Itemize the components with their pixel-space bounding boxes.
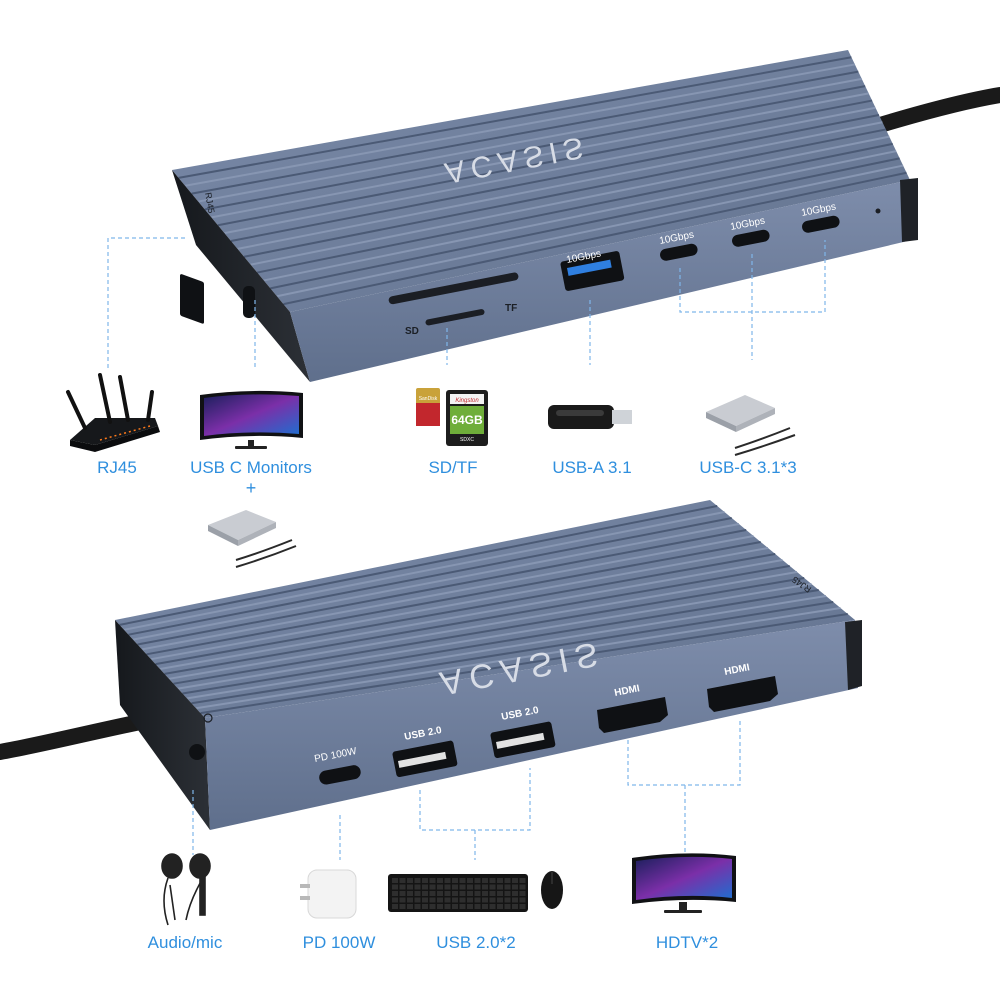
bottom-connector-lines (192, 720, 741, 860)
bottom-hub-ribs (119, 505, 848, 715)
label-usb-c-monitors: USB C Monitors (190, 458, 312, 477)
router-icon (66, 373, 160, 452)
label-usb-c: USB-C 3.1*3 (699, 458, 797, 477)
usb-flash-drive-icon (548, 405, 632, 429)
power-adapter-icon (300, 869, 357, 919)
svg-text:SDXC: SDXC (460, 437, 474, 443)
top-hub: ACASIS RJ45 SD TF 10Gbps 10Gbps 10Gbps 1… (172, 50, 1000, 382)
hdmi-port-1 (597, 697, 668, 733)
monitor-ssd-icon (208, 510, 297, 568)
hdmi-port-2 (707, 676, 778, 712)
label-usb-a: USB-A 3.1 (552, 458, 632, 477)
tf-marking: TF (505, 303, 517, 314)
top-hub-led (875, 208, 881, 214)
usb-a-tongue (566, 259, 612, 276)
top-hub-cable (872, 87, 1000, 133)
tf-slot (425, 309, 485, 326)
label-hdtv: HDTV*2 (655, 933, 719, 952)
keyboard-icon (388, 874, 528, 912)
label-usb2: USB 2.0*2 (436, 933, 516, 952)
bottom-hub-cable (0, 712, 158, 760)
svg-text:Kingston: Kingston (455, 398, 479, 404)
hdmi-marking-2: HDMI (723, 662, 750, 678)
svg-text:SanDisk: SanDisk (419, 396, 438, 402)
top-hub-usbc-side-port (243, 286, 255, 318)
monitor-icon (200, 390, 303, 449)
label-plus: + (245, 478, 257, 498)
label-pd: PD 100W (302, 933, 376, 952)
svg-text:64GB: 64GB (451, 413, 483, 427)
top-hub-ribs (178, 56, 907, 306)
sd-card-icon: Kingston 64GB SDXC (446, 390, 488, 446)
usb-c-port-2 (732, 229, 770, 247)
external-ssd-icon (706, 395, 796, 456)
sd-marking: SD (405, 326, 419, 337)
top-hub-right-end (900, 178, 918, 242)
hdmi-marking-1: HDMI (613, 683, 640, 699)
audio-jack (189, 744, 205, 760)
bottom-hub: ACASIS RJ45 PD 100W USB 2.0 USB 2.0 HDMI… (0, 500, 862, 830)
pd-usbc-port (319, 765, 361, 785)
top-hub-left-side (172, 170, 310, 382)
label-sd-tf: SD/TF (428, 458, 478, 477)
usb-c-port-1 (660, 243, 698, 261)
bottom-hub-left-end (115, 620, 210, 830)
top-hub-rj45-port (180, 274, 204, 324)
mouse-icon (541, 871, 563, 909)
top-connector-lines (107, 237, 826, 370)
hdtv-icon (632, 853, 736, 913)
usb-c-port-3 (802, 215, 840, 233)
microsd-card-icon: SanDisk (416, 388, 440, 426)
top-hub-rj45-marking: RJ45 (203, 192, 216, 214)
earphones-icon (161, 853, 211, 926)
sd-slot (388, 272, 519, 305)
bottom-hub-right-end (845, 620, 862, 690)
label-audio: Audio/mic (147, 933, 223, 952)
label-rj45: RJ45 (97, 458, 137, 477)
